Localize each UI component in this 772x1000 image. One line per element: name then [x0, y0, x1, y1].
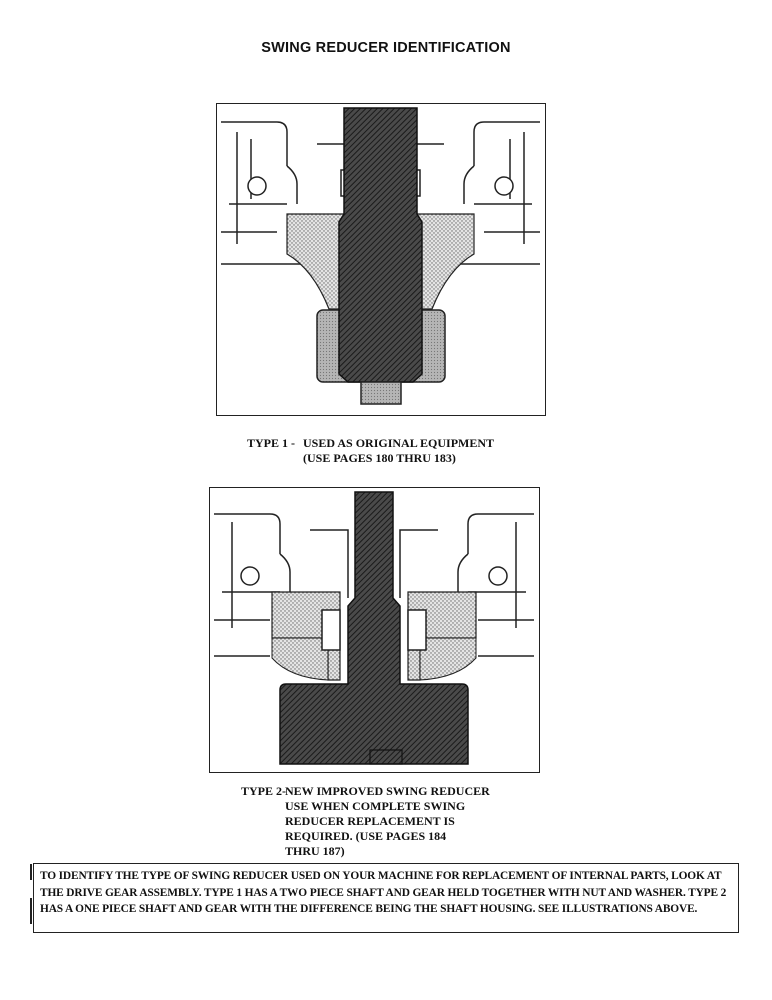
type1-label: TYPE 1 -: [247, 436, 295, 450]
identification-note: TO IDENTIFY THE TYPE OF SWING REDUCER US…: [33, 863, 739, 933]
margin-bar-top: [30, 864, 32, 880]
margin-bar-middle: [30, 898, 32, 924]
type1-reducer-illustration: [216, 103, 546, 416]
type2-reducer-illustration: [209, 487, 540, 773]
type2-caption: TYPE 2- NEW IMPROVED SWING REDUCER USE W…: [241, 784, 490, 859]
type1-caption: TYPE 1 - USED AS ORIGINAL EQUIPMENT (USE…: [247, 436, 494, 466]
type2-label: TYPE 2-: [241, 784, 286, 798]
page-title: SWING REDUCER IDENTIFICATION: [261, 40, 511, 56]
type1-description: USED AS ORIGINAL EQUIPMENT (USE PAGES 18…: [303, 436, 495, 465]
type2-description: NEW IMPROVED SWING REDUCER USE WHEN COMP…: [285, 784, 490, 858]
